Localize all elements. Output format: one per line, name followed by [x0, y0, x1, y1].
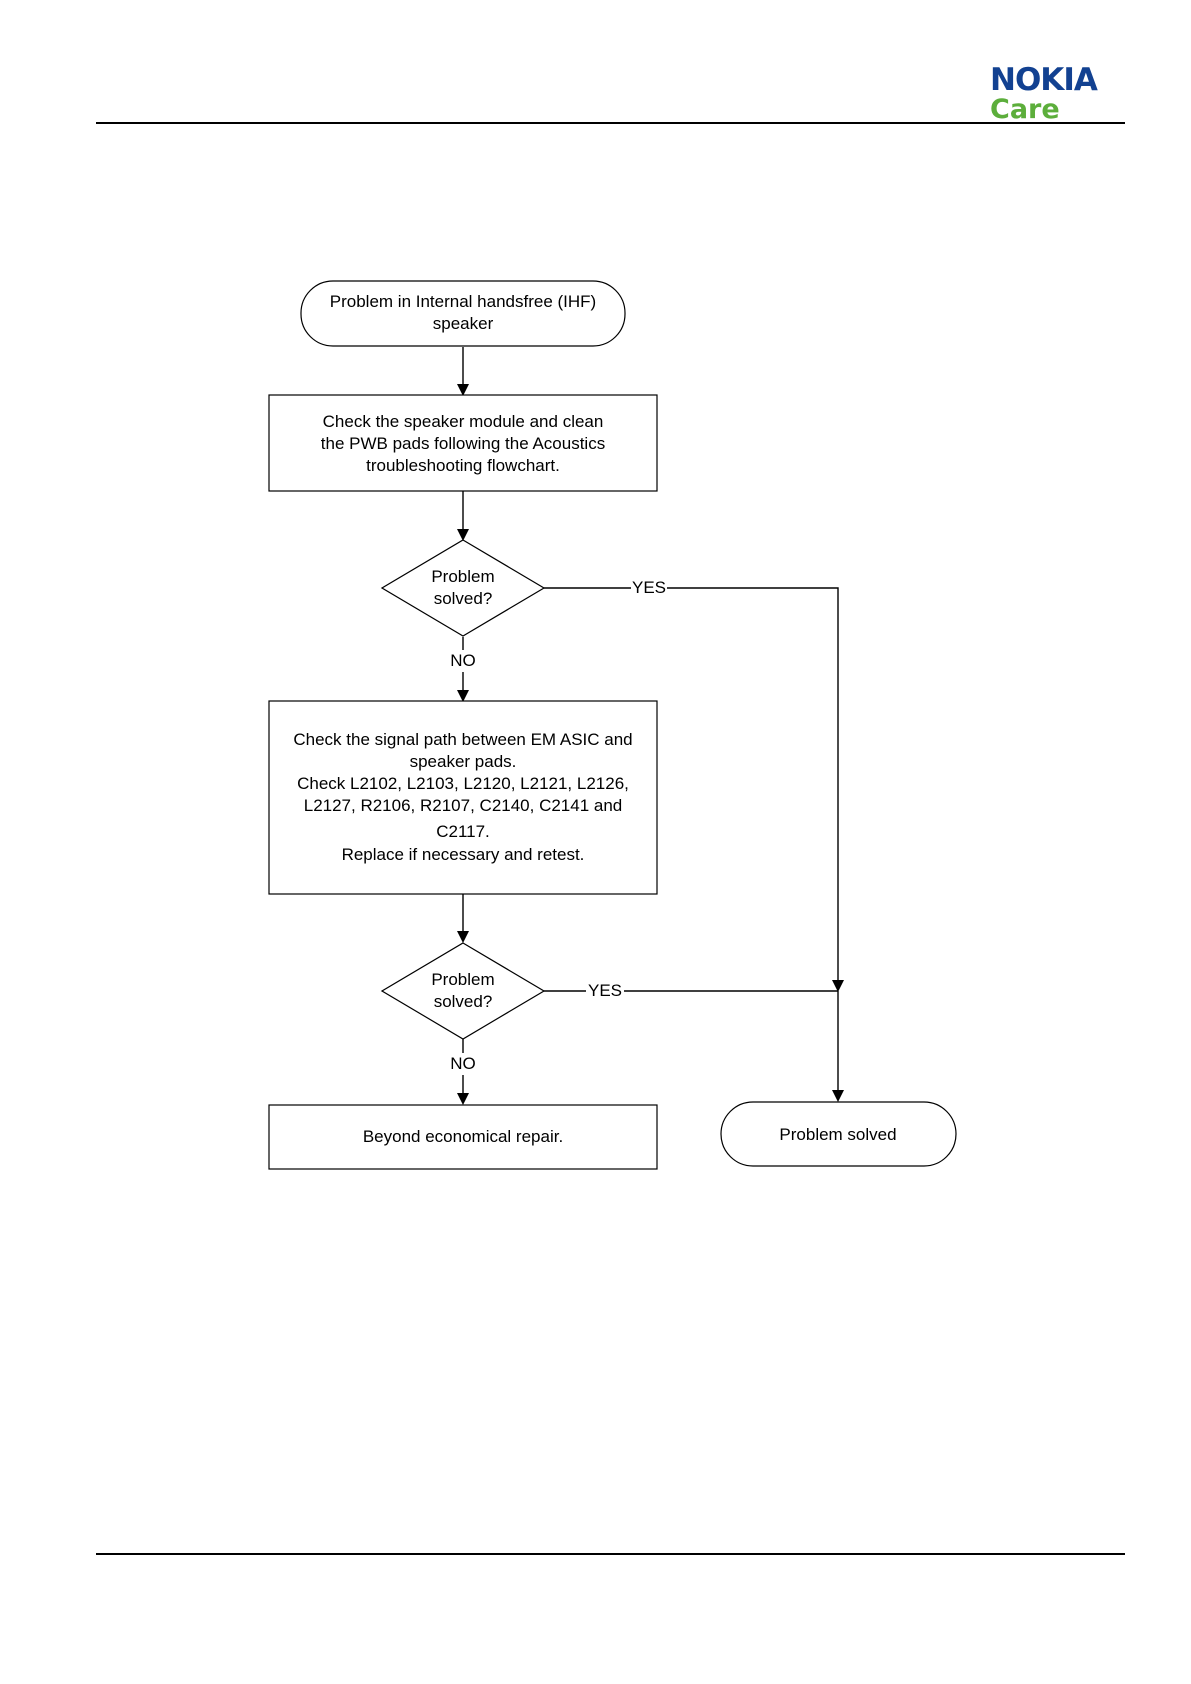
step2-text-line6: Replace if necessary and retest.: [342, 845, 585, 864]
decision1-text-line2: solved?: [434, 589, 493, 608]
step2-box: [268, 700, 658, 895]
ber-text: Beyond economical repair.: [363, 1127, 563, 1146]
step1-box: [268, 394, 658, 492]
decision2-text-line1: Problem: [431, 970, 494, 989]
step1-text-line2: the PWB pads following the Acoustics: [321, 434, 605, 453]
solved-text: Problem solved: [779, 1125, 896, 1144]
footer-rule: [96, 1553, 1125, 1555]
nokia-care-logo: NOKIA Care: [990, 64, 1120, 124]
process-step-1: Check the speaker module and clean the P…: [268, 394, 658, 492]
end-beyond-repair: Beyond economical repair.: [268, 1104, 658, 1170]
decision1-yes-label: YES: [632, 578, 666, 597]
arrow-decision1-yes-to-solved: [667, 587, 844, 992]
step1-text-line3: troubleshooting flowchart.: [366, 456, 560, 475]
start-text-line1: Problem in Internal handsfree (IHF): [330, 292, 596, 311]
step1-text-line1: Check the speaker module and clean: [323, 412, 604, 431]
decision2-text-line2: solved?: [434, 992, 493, 1011]
header-rule: [96, 122, 1125, 124]
start-shape: [300, 280, 626, 347]
decision1-no-label: NO: [450, 651, 476, 670]
start-text-line2: speaker: [433, 314, 494, 333]
decision2-no-label: NO: [450, 1054, 476, 1073]
decision2-yes-label: YES: [588, 981, 622, 1000]
logo-brand-text: NOKIA: [990, 62, 1098, 98]
decision-1: Problem solved? YES NO: [380, 539, 666, 670]
step2-text-line4: L2127, R2106, R2107, C2140, C2141 and: [304, 796, 623, 815]
decision-2: Problem solved? YES NO: [380, 942, 622, 1073]
decision2-diamond: [380, 942, 546, 1040]
step2-text-line3: Check L2102, L2103, L2120, L2121, L2126,: [297, 774, 629, 793]
solved-shape: [720, 1101, 957, 1167]
connectors: [457, 347, 844, 1105]
start-terminator: Problem in Internal handsfree (IHF) spea…: [300, 280, 626, 347]
decision1-diamond: [380, 539, 546, 637]
step2-text-line2: speaker pads.: [410, 752, 517, 771]
ber-box: [268, 1104, 658, 1170]
decision1-text-line1: Problem: [431, 567, 494, 586]
step2-text-line5: C2117.: [436, 822, 490, 841]
end-problem-solved: Problem solved: [720, 1101, 957, 1167]
logo-sub-text: Care: [990, 94, 1060, 125]
process-step-2: Check the signal path between EM ASIC an…: [268, 700, 658, 895]
step2-text-line1: Check the signal path between EM ASIC an…: [293, 730, 632, 749]
